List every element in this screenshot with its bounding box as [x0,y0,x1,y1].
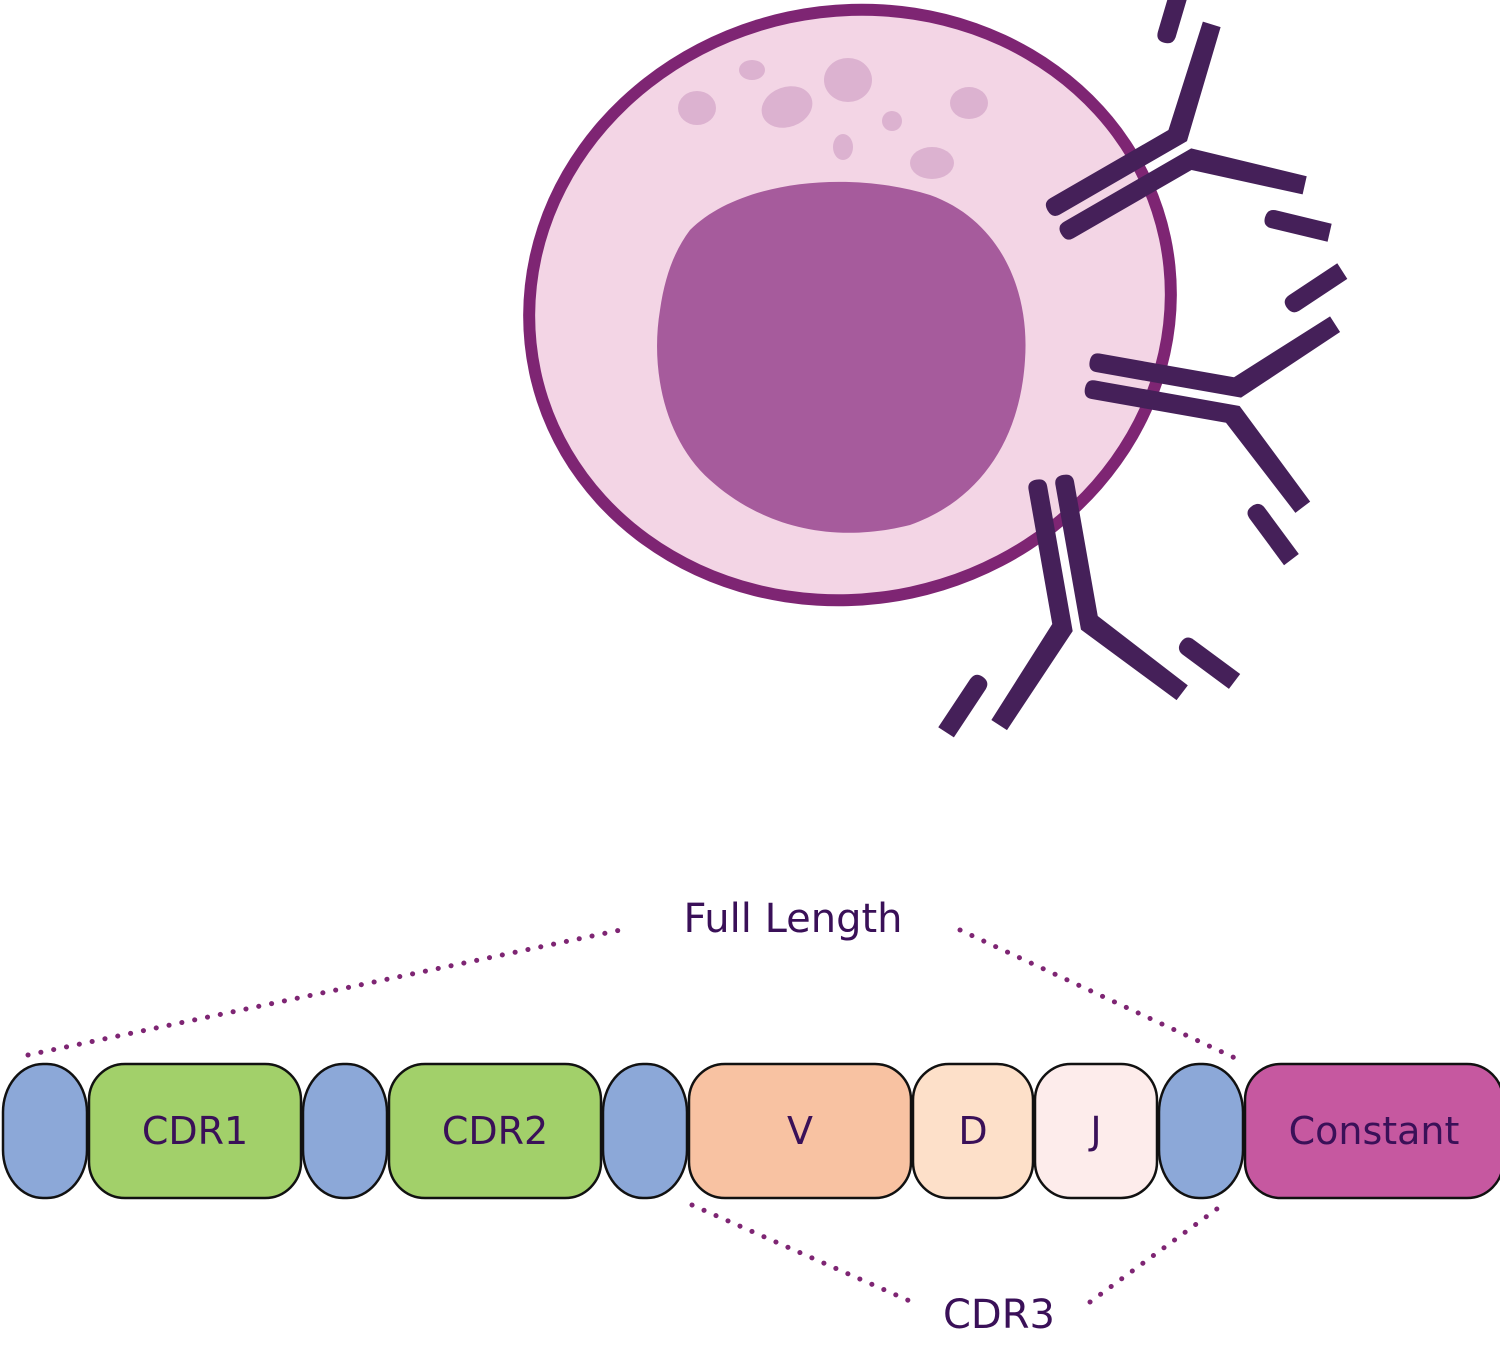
dotted-line-cdr3-right [1087,1200,1228,1305]
dotted-line-cdr3-left [689,1202,915,1305]
segment-box [1243,1062,1500,1200]
segment-label: V [787,1109,813,1153]
vesicle [833,134,853,160]
vesicle [739,60,765,80]
segment-box [1157,1062,1245,1200]
segment-framework [301,1062,389,1200]
segment-v: V [687,1062,913,1200]
segment-constant: Constant [1243,1062,1500,1200]
segment-framework [601,1062,689,1200]
b-cell [523,3,1177,607]
segment-box [1,1062,89,1200]
segment-box [1033,1062,1159,1200]
dotted-line-left [25,925,633,1058]
vesicle [824,58,872,102]
segment-label: J [1088,1109,1101,1153]
vesicle [678,91,716,125]
nucleus [657,181,1026,533]
segment-cdr2: CDR2 [387,1062,603,1200]
segment-cdr1: CDR1 [87,1062,303,1200]
vesicle [950,87,988,119]
segment-label: Constant [1289,1109,1460,1153]
segment-j: J [1033,1062,1159,1200]
full-length-label: Full Length [683,896,902,942]
segment-label: CDR1 [142,1109,248,1153]
segment-box [911,1062,1035,1200]
segment-bar: CDR1 CDR2 V D J Constant [1,1062,1500,1200]
vesicles [678,58,988,179]
segment-framework [1,1062,89,1200]
segment-box [87,1062,303,1200]
cdr3-label: CDR3 [943,1292,1055,1338]
segment-box [601,1062,689,1200]
segment-d: D [911,1062,1035,1200]
vesicle [882,111,902,131]
segment-framework [1157,1062,1245,1200]
segment-box [687,1062,913,1200]
segment-label: CDR2 [442,1109,548,1153]
segment-box [387,1062,603,1200]
segment-box [301,1062,389,1200]
cdr3-connectors [689,1200,1228,1305]
vesicle [910,147,954,179]
dotted-line-right [957,927,1238,1061]
vesicle [761,86,813,128]
full-length-connectors [25,925,1238,1061]
segment-label: D [958,1109,987,1153]
